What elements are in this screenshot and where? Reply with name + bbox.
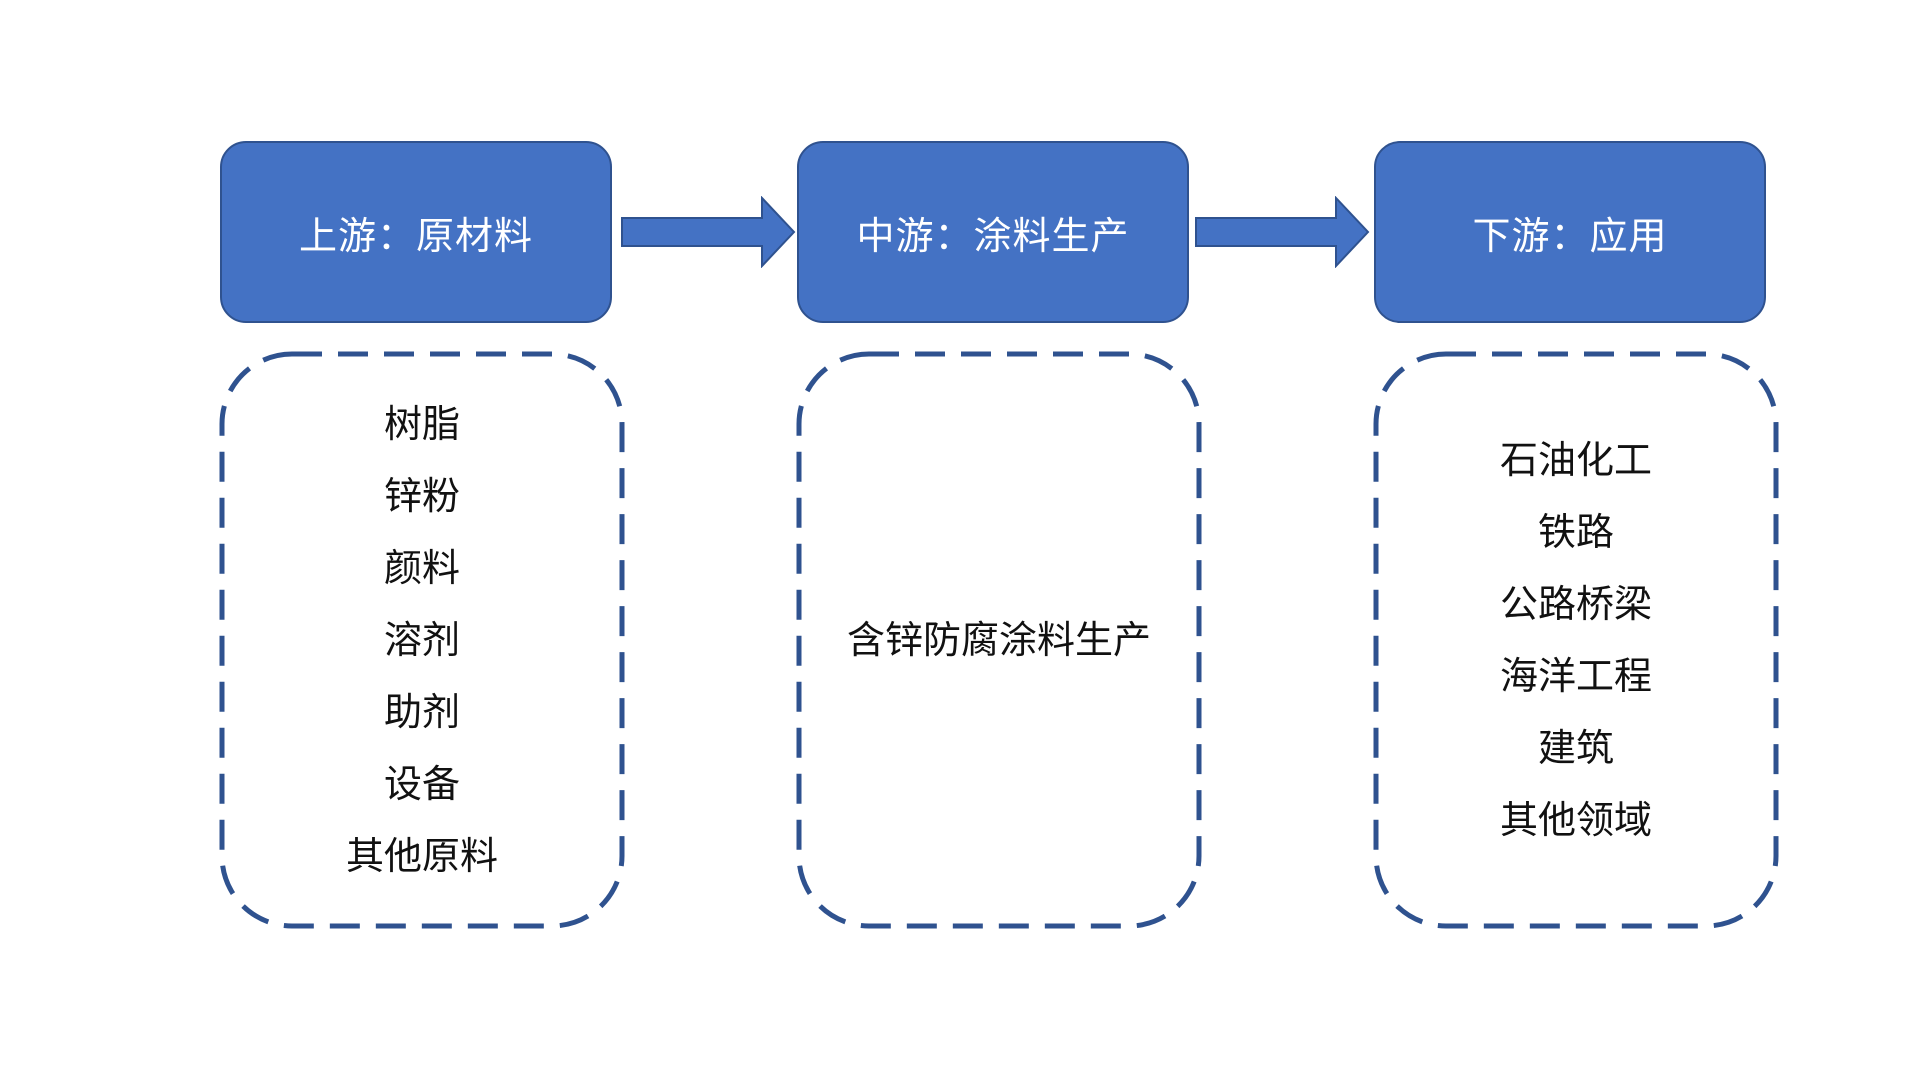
midstream-title: 中游：涂料生产 <box>856 213 1130 258</box>
upstream-detail-box: 树脂 锌粉 颜料 溶剂 助剂 设备 其他原料 <box>219 351 625 929</box>
right-arrow-icon <box>1195 196 1370 268</box>
list-item: 颜料 <box>383 546 460 590</box>
upstream-title: 上游：原材料 <box>298 213 533 258</box>
dashed-frame <box>1373 351 1779 929</box>
list-item: 海洋工程 <box>1499 654 1652 698</box>
list-item: 助剂 <box>383 690 460 734</box>
list-item: 溶剂 <box>383 618 460 662</box>
dashed-frame <box>796 351 1202 929</box>
dashed-frame <box>219 351 625 929</box>
downstream-detail-box: 石油化工 铁路 公路桥梁 海洋工程 建筑 其他领域 <box>1373 351 1779 929</box>
midstream-detail-box: 含锌防腐涂料生产 <box>796 351 1202 929</box>
downstream-title: 下游：应用 <box>1472 213 1668 258</box>
list-item: 设备 <box>383 762 460 806</box>
list-item: 含锌防腐涂料生产 <box>846 618 1151 662</box>
list-item: 公路桥梁 <box>1499 582 1652 626</box>
midstream-header: 中游：涂料生产 <box>797 141 1189 323</box>
right-arrow-icon <box>621 196 796 268</box>
list-item: 锌粉 <box>383 474 460 518</box>
list-item: 树脂 <box>383 402 460 446</box>
upstream-header: 上游：原材料 <box>220 141 612 323</box>
list-item: 其他原料 <box>345 834 498 878</box>
list-item: 其他领域 <box>1499 798 1652 842</box>
list-item: 建筑 <box>1537 726 1614 770</box>
downstream-header: 下游：应用 <box>1374 141 1766 323</box>
list-item: 铁路 <box>1537 510 1614 554</box>
list-item: 石油化工 <box>1499 438 1652 482</box>
